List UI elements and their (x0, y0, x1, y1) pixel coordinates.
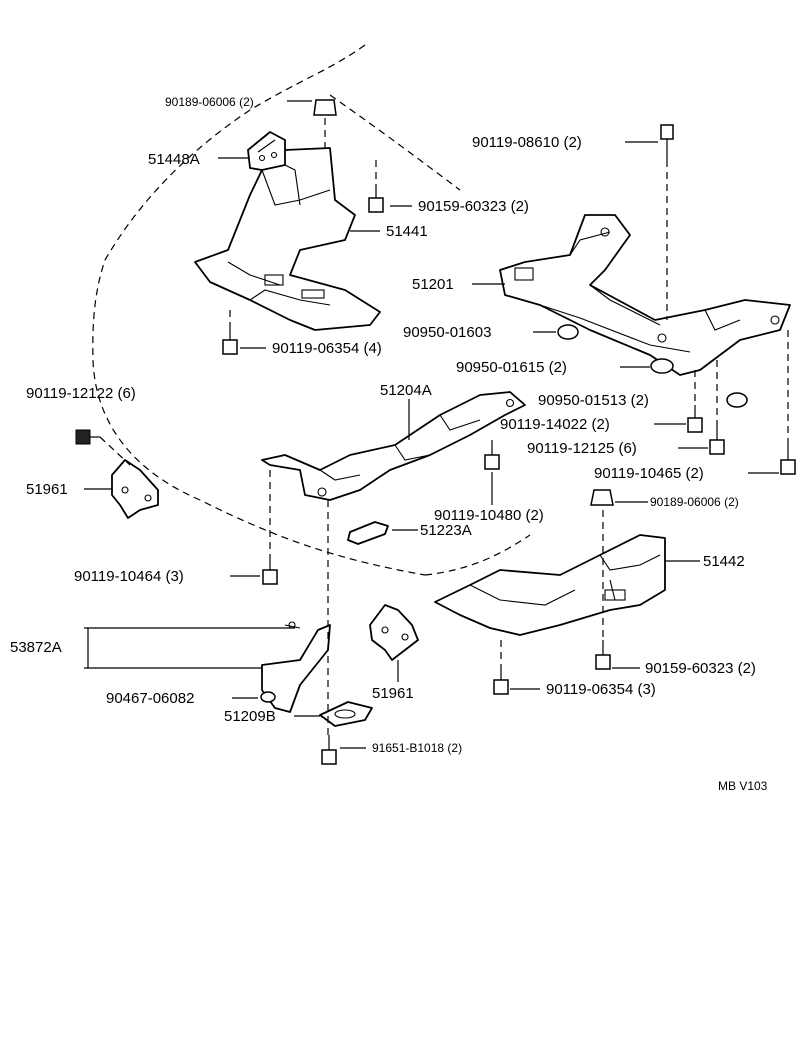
bolt-90119-06354-left (222, 325, 238, 355)
label-90119-12122: 90119-12122 (6) (26, 385, 136, 402)
bolt-90119-12125 (709, 425, 725, 455)
bolt-90119-10465 (780, 445, 796, 475)
label-90950-01513: 90950-01513 (2) (538, 392, 649, 409)
label-90189-06006-top: 90189-06006 (2) (165, 95, 254, 109)
under-cover-51441 (194, 147, 381, 331)
label-51201: 51201 (412, 276, 454, 293)
bolt-90119-08610 (660, 124, 674, 160)
cushion-90950-01615 (650, 358, 674, 374)
label-90119-10465: 90119-10465 (2) (594, 465, 704, 482)
bolt-90119-12122 (75, 429, 100, 445)
label-91651-B1018: 91651-B1018 (2) (372, 741, 462, 755)
label-90189-06006-bottom: 90189-06006 (2) (650, 495, 739, 509)
bolt-90119-10464 (262, 555, 278, 585)
diagram-code: MB V103 (718, 779, 768, 793)
label-90119-12125: 90119-12125 (6) (527, 440, 637, 457)
label-51442: 51442 (703, 553, 745, 570)
label-90467-06082: 90467-06082 (106, 690, 194, 707)
label-51441: 51441 (386, 223, 428, 240)
label-90119-10464: 90119-10464 (3) (74, 568, 184, 585)
label-90119-08610: 90119-08610 (2) (472, 134, 582, 151)
nut-90189-06006-bottom (590, 489, 614, 506)
gasket-51209B (319, 701, 373, 727)
bracket-51961-center (369, 604, 419, 661)
pad-51223A (347, 521, 389, 545)
label-90119-06354-right: 90119-06354 (3) (546, 681, 656, 698)
bolt-91651-B1018 (321, 735, 337, 765)
under-cover-51442 (434, 534, 666, 636)
label-51448A: 51448A (148, 151, 200, 168)
label-90950-01603: 90950-01603 (403, 324, 491, 341)
bolt-90159-60323-top (368, 185, 384, 213)
label-90119-06354-left: 90119-06354 (4) (272, 340, 382, 357)
bolt-90119-14022 (687, 405, 703, 433)
label-51223A: 51223A (420, 522, 472, 539)
vehicle-outline (92, 44, 426, 576)
bracket-51961-left (111, 459, 159, 519)
bolt-90119-10480 (484, 440, 500, 470)
label-90119-14022: 90119-14022 (2) (500, 416, 610, 433)
label-51204A: 51204A (380, 382, 432, 399)
clip-90467-06082 (260, 691, 276, 703)
crossmember-51204A (261, 391, 526, 501)
label-90119-10480: 90119-10480 (2) (434, 507, 544, 524)
cushion-90950-01603 (557, 324, 579, 340)
label-90159-60323-bottom: 90159-60323 (2) (645, 660, 756, 677)
cushion-90950-01513 (726, 392, 748, 408)
align-line (99, 436, 131, 466)
label-51961-center: 51961 (372, 685, 414, 702)
label-51961-left: 51961 (26, 481, 68, 498)
bolt-90119-06354-right (493, 665, 509, 695)
crossmember-51201 (499, 214, 791, 376)
vehicle-outline-upper (329, 94, 461, 191)
bolt-90159-60323-bottom (595, 640, 611, 670)
nut-90189-06006-top (313, 99, 337, 116)
label-90950-01615: 90950-01615 (2) (456, 359, 567, 376)
label-51209B: 51209B (224, 708, 276, 725)
label-90159-60323-top: 90159-60323 (2) (418, 198, 529, 215)
label-53872A: 53872A (10, 639, 62, 656)
bracket-51448A (247, 131, 286, 171)
vehicle-outline-right (424, 534, 531, 576)
